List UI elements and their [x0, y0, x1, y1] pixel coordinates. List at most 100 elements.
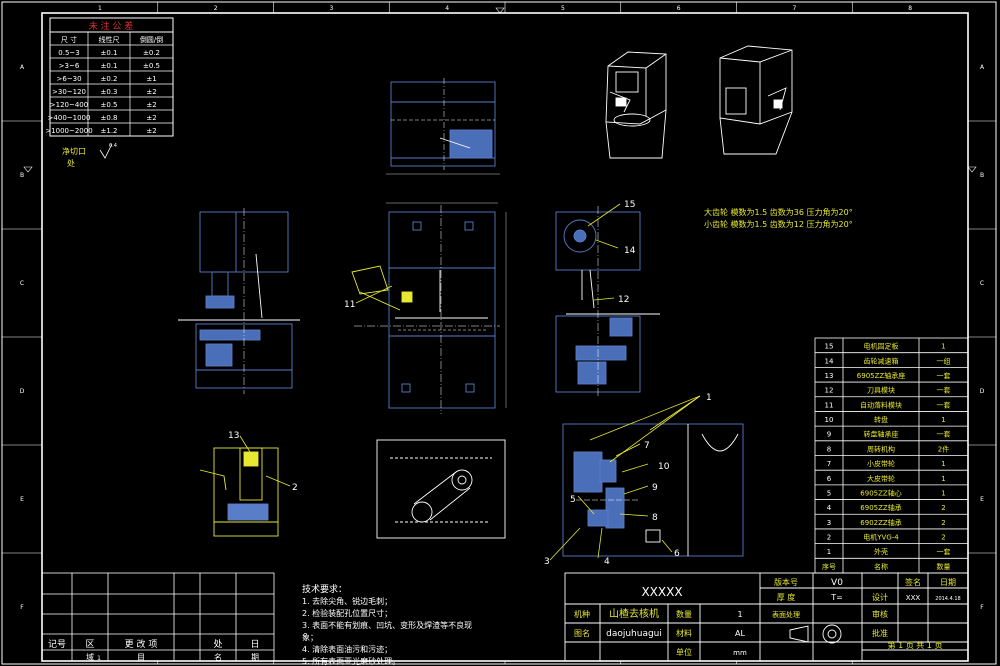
centering-arrow-icon — [495, 7, 505, 14]
surface-process-label: 表面处理 — [772, 610, 800, 619]
drawing-no-label: 图名 — [574, 628, 590, 638]
parts-list-cell: 1 — [941, 416, 945, 424]
parts-list-cell: 2 — [941, 534, 945, 542]
tolerance-header: 尺 寸 — [61, 35, 77, 44]
border-col-label: 7 — [792, 5, 796, 12]
parts-list-cell: 5 — [827, 489, 831, 497]
tolerance-cell: ±0.1 — [101, 62, 118, 70]
drawing-title: XXXXX — [641, 585, 682, 599]
border-row-label: F — [980, 604, 984, 611]
tolerance-cell: >400~1000 — [48, 114, 91, 122]
parts-list-cell: 6905ZZ轴心 — [860, 488, 901, 497]
tolerance-cell: ±1.2 — [101, 127, 118, 135]
thickness-value: T= — [830, 593, 843, 602]
tech-req-item: 3. 表面不能有划痕、凹坑、变形及焊渣等不良现 — [302, 620, 472, 630]
centering-arrow-icon — [23, 166, 33, 173]
parts-list-cell: 一组 — [937, 356, 951, 365]
parts-list-cell: 13 — [825, 372, 834, 380]
date-label: 日期 — [940, 578, 956, 587]
border-col-label: 6 — [677, 5, 681, 12]
balloon-number: 9 — [652, 483, 658, 493]
parts-list-cell: 6905ZZ轴承 — [860, 503, 901, 512]
border-col-label: 8 — [908, 5, 912, 12]
tolerance-cell: ±0.8 — [101, 114, 118, 122]
revision-header: 区 — [85, 639, 94, 650]
tolerance-cell: ±0.5 — [101, 101, 118, 109]
parts-list-cell: 12 — [825, 387, 834, 395]
balloon-number: 12 — [618, 295, 629, 305]
detail-view-motor — [199, 447, 279, 537]
revision-header: 记号 — [48, 639, 66, 650]
top-view — [386, 78, 500, 175]
parts-list-cell: 6902ZZ轴承 — [860, 518, 901, 527]
tech-req-item: 2. 检验装配孔位置尺寸； — [302, 608, 392, 618]
parts-list-cell: 6 — [827, 475, 832, 483]
revision-subheader: 期 — [251, 653, 259, 662]
check-label: 审核 — [872, 609, 888, 619]
tolerance-cell: ±2 — [146, 88, 156, 96]
parts-list-cell: 一套 — [937, 386, 951, 395]
centering-arrow-icon — [967, 166, 977, 173]
parts-list-cell: 6905ZZ轴承座 — [857, 371, 905, 380]
border-col-label: 5 — [561, 5, 565, 12]
balloon-number: 4 — [604, 557, 610, 567]
parts-list-cell: 4 — [827, 504, 832, 512]
parts-list-cell: 转盘 — [874, 415, 888, 424]
border-row-label: A — [980, 64, 985, 71]
border-row-label: C — [20, 280, 24, 287]
parts-list-cell: 1 — [941, 489, 945, 497]
tolerance-cell: ±0.2 — [101, 75, 118, 83]
parts-list-cell: 2 — [941, 504, 945, 512]
parts-list-cell: 10 — [825, 416, 834, 424]
tolerance-cell: ±0.5 — [143, 62, 160, 70]
projection-symbol-icon — [789, 624, 842, 644]
front-view — [351, 202, 507, 414]
tech-req-item: 1. 去除尖角、锐边毛刺； — [302, 596, 392, 606]
qty-value: 1 — [737, 610, 742, 619]
border-row-label: A — [20, 64, 25, 71]
tolerance-title: 未 注 公 差 — [89, 20, 134, 32]
border-col-label: 2 — [214, 5, 218, 12]
border-row-label: B — [980, 172, 984, 179]
tolerance-table: 未 注 公 差 尺 寸线性尺倒圆/倒0.5~3±0.1±0.2>3~6±0.1±… — [45, 17, 174, 137]
parts-list-cell: 2 — [827, 534, 831, 542]
parts-list-cell: 电机YVG-4 — [863, 533, 899, 542]
tech-req-item: 5. 所有表面亚光磨砂处理。 — [302, 656, 400, 666]
surface-note-symbol: 6.4 — [109, 143, 117, 149]
tolerance-cell: ±0.1 — [101, 49, 118, 57]
balloon-number: 10 — [658, 462, 670, 472]
sign-label: 签名 — [905, 577, 921, 587]
parts-list-cell: 电机固定板 — [864, 342, 899, 351]
sheet-number: 第 1 页 共 1 页 — [888, 640, 943, 650]
parts-list-cell: 1 — [941, 460, 945, 468]
tolerance-cell: ±0.3 — [101, 88, 118, 96]
border-col-label: 4 — [445, 5, 449, 12]
parts-list-cell: 9 — [827, 431, 831, 439]
parts-list-cell: 大皮带轮 — [867, 474, 895, 483]
approve-label: 批准 — [872, 628, 888, 638]
surface-finish-symbol-icon — [99, 143, 113, 159]
tech-req-title: 技术要求： — [302, 583, 347, 595]
parts-list-cell: 外壳 — [874, 547, 888, 556]
border-row-label: D — [980, 388, 985, 395]
thickness-label: 厚 度 — [777, 592, 796, 602]
revision-header: 处 — [213, 638, 222, 650]
balloon-number: 5 — [570, 495, 576, 505]
isometric-view-right — [719, 45, 793, 155]
parts-list-cell: 7 — [827, 460, 831, 468]
drawing-no-value: daojuhuagui — [606, 629, 662, 639]
parts-list-cell: 一套 — [937, 400, 951, 409]
balloon-number: 8 — [652, 513, 658, 523]
balloon-number: 13 — [228, 431, 239, 441]
tolerance-cell: ±2 — [146, 114, 156, 122]
leader-lines — [239, 203, 701, 561]
tolerance-cell: >6~30 — [56, 75, 81, 83]
left-side-view — [178, 208, 300, 394]
border-row-label: C — [980, 280, 984, 287]
parts-list-cell: 1 — [941, 475, 945, 483]
material-label: 材料 — [676, 628, 692, 638]
revision-subheader: 目 — [137, 653, 145, 662]
